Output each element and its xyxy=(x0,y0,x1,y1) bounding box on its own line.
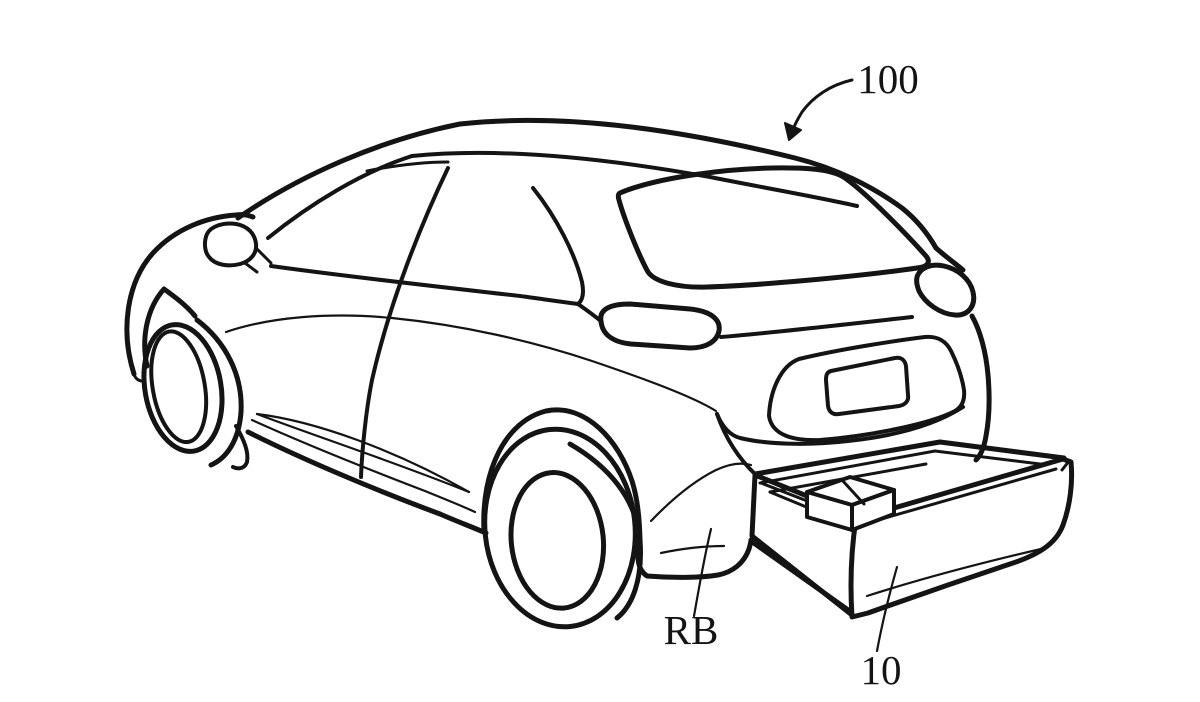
right-tail-light xyxy=(914,262,977,318)
body-side-crease xyxy=(224,314,718,413)
reference-label-rb: RB xyxy=(664,607,719,653)
drawer-rim-right-inner xyxy=(933,449,1058,468)
reference-label-10: 10 xyxy=(861,647,902,693)
drawer-corner-fold xyxy=(1054,455,1071,472)
door-bottom-line xyxy=(250,418,477,514)
door-seam xyxy=(359,166,450,479)
front-wheel xyxy=(141,322,225,454)
tailgate-panel xyxy=(767,334,967,443)
hatch-shoulder-line xyxy=(719,315,914,339)
car-body xyxy=(124,117,966,536)
cargo-box-side xyxy=(850,488,896,532)
cargo-box xyxy=(805,475,896,532)
rear-window xyxy=(615,165,931,290)
front-mudflap xyxy=(231,424,250,471)
mirror-arm-line-1 xyxy=(254,246,273,265)
side-mirror xyxy=(202,221,259,268)
front-rim xyxy=(149,329,209,445)
bumper-top-edge xyxy=(715,405,965,446)
roof-inner-line xyxy=(410,150,859,208)
c-pillar-line xyxy=(531,186,585,306)
bumper-contour-line xyxy=(649,462,753,523)
label-rb-leader xyxy=(692,527,713,618)
roofline-outer xyxy=(235,117,966,273)
left-tail-light xyxy=(598,301,722,351)
drawer-rim-back-inner xyxy=(758,449,937,485)
label-100-arrow-line xyxy=(792,78,854,129)
rear-rim xyxy=(508,470,607,611)
annotations: 100 RB 10 xyxy=(664,56,919,693)
drawer-bottom-left-edge xyxy=(748,538,854,615)
drawer-front-panel xyxy=(848,456,1075,620)
drawer-front-panel-bottom-inner xyxy=(865,547,1043,598)
a-pillar-lower-line xyxy=(266,154,414,240)
reference-label-100: 100 xyxy=(857,56,919,102)
bumper-lower-corner xyxy=(635,537,754,580)
label-10-leader xyxy=(875,565,899,653)
beltline xyxy=(269,264,580,306)
door-lens-crease-upper xyxy=(255,412,471,494)
front-wheel-arch xyxy=(142,286,198,369)
right-body-edge xyxy=(969,313,992,463)
drip-rail-line xyxy=(365,160,450,173)
rear-wheel-arch xyxy=(481,407,643,549)
drawer-front-panel-top-inner xyxy=(862,467,1058,526)
label-100-arrowhead xyxy=(784,122,802,141)
rear-end xyxy=(576,165,992,580)
door-lens-crease-lower xyxy=(255,412,471,494)
front-tire-tread-edge xyxy=(194,317,244,468)
rear-drawer xyxy=(748,439,1075,620)
cargo-box-lid-seam xyxy=(840,478,866,506)
front-tire xyxy=(141,322,225,454)
license-plate-recess xyxy=(824,355,911,417)
drawer-rim-back-outer xyxy=(752,439,943,477)
front-bumper-edge xyxy=(132,372,143,383)
rocker-sill xyxy=(245,429,489,536)
drawer-rim-right-outer xyxy=(937,439,1067,461)
mirror-arm-line-2 xyxy=(243,261,259,274)
bumper-inner-lip xyxy=(659,544,726,555)
bumper-opening-edge xyxy=(715,412,758,477)
